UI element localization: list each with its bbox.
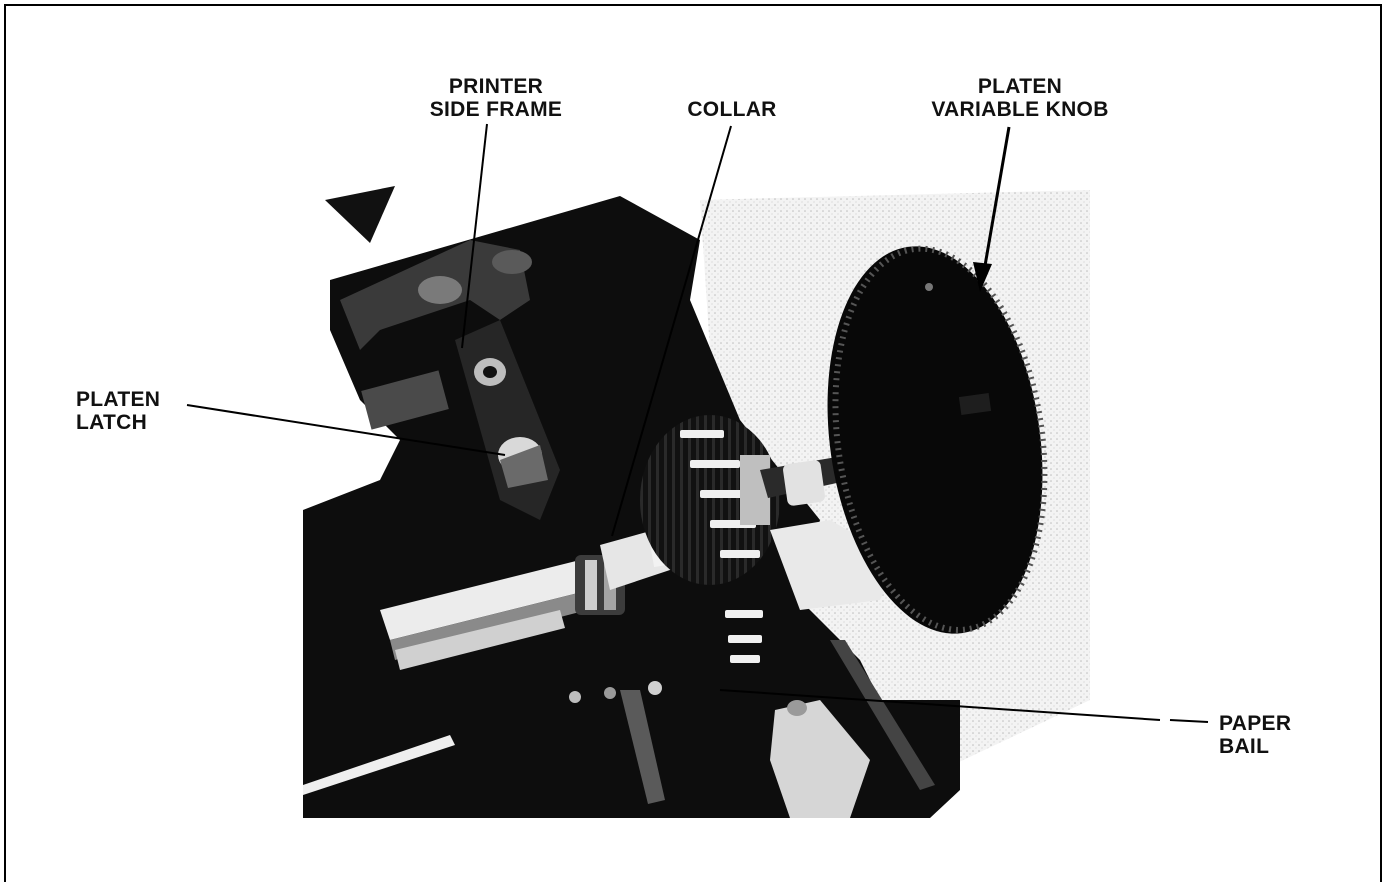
callout-collar: COLLAR [662,98,802,121]
platen-variable-knob [827,246,1043,634]
body-tab [325,186,395,243]
callout-platen-variable-knob-line1: PLATEN [977,75,1063,98]
gear-teeth [680,430,763,663]
callout-paper-bail: PAPER BAIL [1219,712,1319,758]
leader-platen-variable-knob [980,126,1011,284]
shaft-lower [395,610,565,670]
callout-platen-variable-knob: PLATEN VARIABLE KNOB [900,75,1140,121]
figure-frame [4,4,1382,882]
body-highlight-1 [303,735,455,795]
callout-paper-bail-line2: BAIL [1219,735,1270,758]
leader-collar [611,125,732,537]
platen-shaft [380,560,590,640]
shaft-bushing [783,460,825,506]
paper-bail-housing [770,700,870,818]
callout-platen-latch-line1: PLATEN [76,388,161,411]
callout-platen-latch-line2: LATCH [76,411,148,434]
paper-bail-bar [830,640,935,790]
leader-printer-side-frame [461,123,488,349]
frame-hole-2 [492,250,532,274]
leader-paper-bail [719,689,1161,721]
leader-paper-bail-dash [1169,719,1209,723]
callout-paper-bail-line1: PAPER [1219,712,1292,735]
callout-printer-side-frame-line2: SIDE FRAME [429,98,563,121]
arrowhead-knob [973,262,992,292]
callout-platen-variable-knob-line2: VARIABLE KNOB [931,98,1109,121]
frame-hole-1 [418,276,462,304]
callout-printer-side-frame-line1: PRINTER [448,75,544,98]
frame-bracket [361,370,449,430]
callout-printer-side-frame: PRINTER SIDE FRAME [396,75,596,121]
callout-collar-line1: COLLAR [687,98,777,121]
leader-platen-latch [186,404,506,456]
callout-platen-latch: PLATEN LATCH [76,388,196,434]
body-highlight-2 [620,690,665,804]
